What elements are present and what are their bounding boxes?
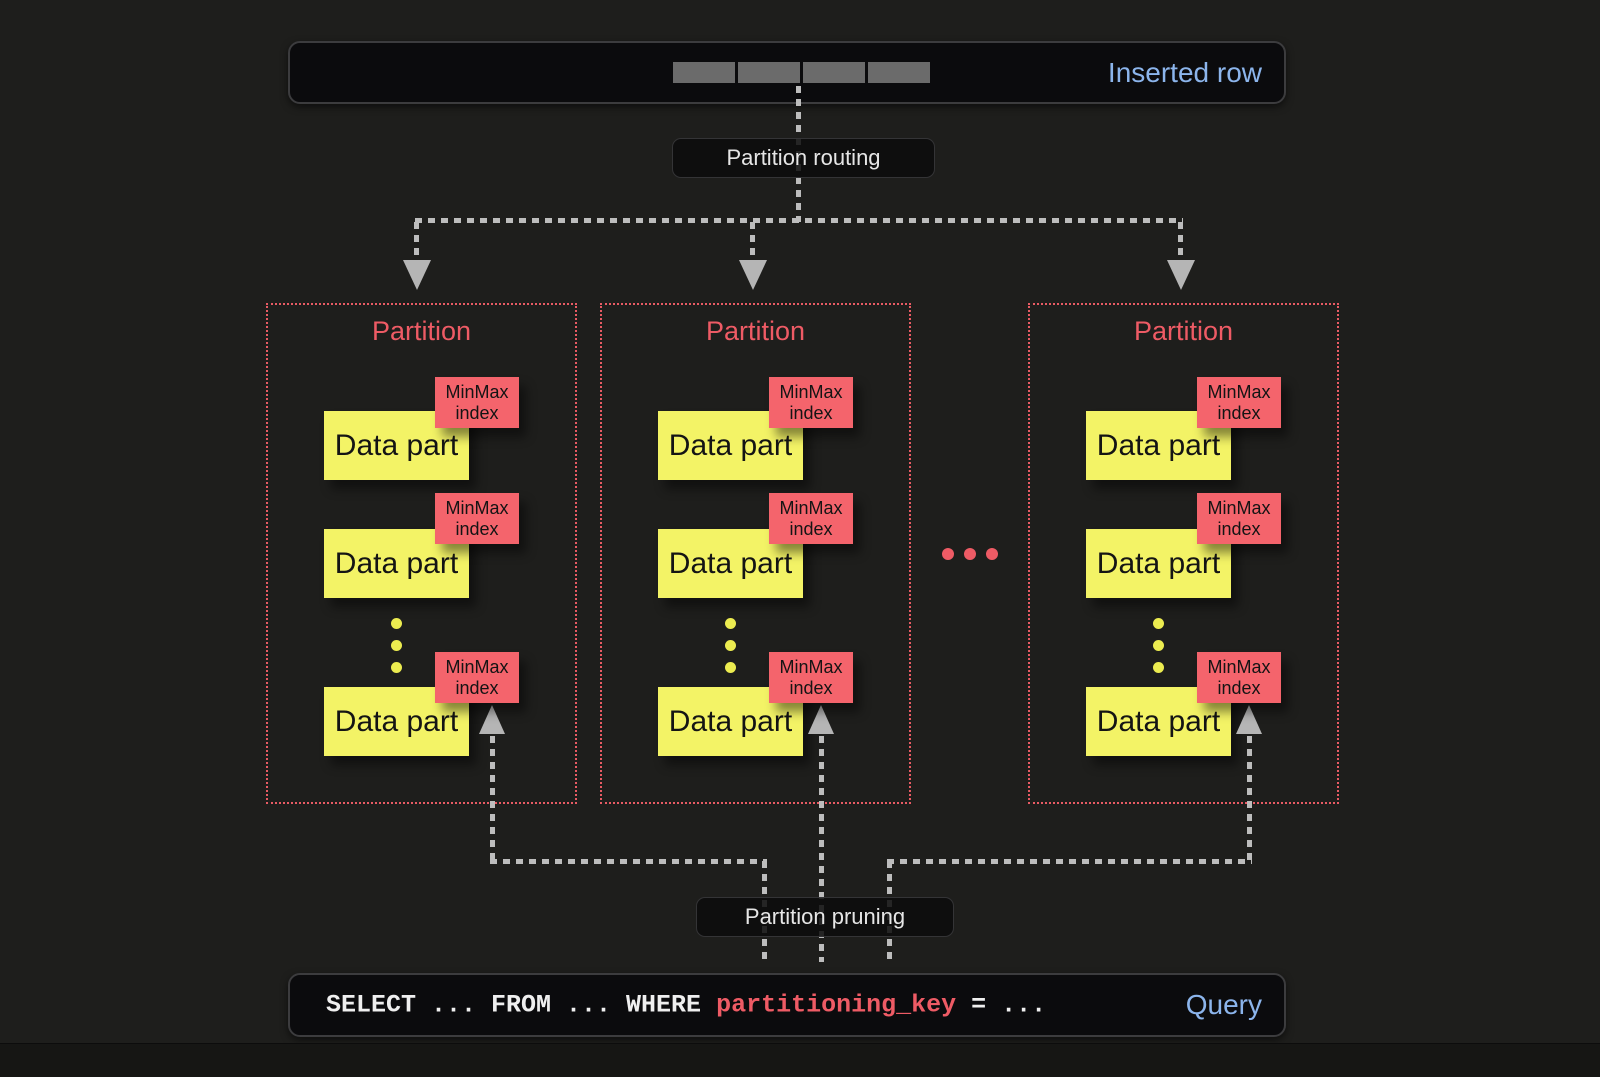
minmax-index-tag: MinMax index [435, 493, 519, 544]
partition-box-1: Partition MinMax index Data part MinMax … [266, 303, 577, 804]
minmax-line2: index [455, 518, 499, 539]
minmax-line1: MinMax [1207, 382, 1271, 403]
routing-drop-line-3 [1178, 222, 1183, 260]
down-arrow-icon [403, 260, 431, 290]
pruning-connector-left [490, 859, 767, 864]
up-arrow-icon [1236, 705, 1262, 734]
sql-prefix: SELECT ... FROM ... WHERE [326, 990, 717, 1020]
down-arrow-icon [1167, 260, 1195, 290]
minmax-index-tag: MinMax index [769, 652, 853, 703]
minmax-line1: MinMax [779, 382, 843, 403]
pruning-line-left-up [490, 736, 495, 864]
routing-drop-line-2 [750, 222, 755, 260]
row-cells [673, 62, 930, 83]
row-cell [673, 62, 735, 83]
more-parts-dot [391, 618, 402, 629]
data-part: Data part [324, 687, 469, 756]
minmax-line2: index [1217, 518, 1261, 539]
pruning-line-right-up [1247, 736, 1252, 864]
more-parts-dot [391, 640, 402, 651]
minmax-line1: MinMax [779, 657, 843, 678]
partition-title: Partition [371, 316, 472, 346]
sql-query-text: SELECT ... FROM ... WHERE partitioning_k… [326, 991, 1046, 1020]
more-parts-dot [391, 662, 402, 673]
row-cell [868, 62, 930, 83]
sql-suffix: = ... [956, 990, 1047, 1020]
more-partitions-dot [942, 548, 954, 560]
minmax-index-tag: MinMax index [1197, 493, 1281, 544]
minmax-line2: index [455, 677, 499, 698]
routing-drop-line-1 [414, 222, 419, 260]
data-part: Data part [1086, 411, 1231, 480]
minmax-line2: index [789, 518, 833, 539]
more-parts-dot [725, 618, 736, 629]
partition-routing-label: Partition routing [672, 138, 935, 178]
row-cell [803, 62, 865, 83]
inserted-row-box: Inserted row [288, 41, 1286, 104]
query-label: Query [1185, 989, 1262, 1020]
minmax-line1: MinMax [1207, 657, 1271, 678]
up-arrow-icon [808, 705, 834, 734]
down-arrow-icon [739, 260, 767, 290]
minmax-index-tag: MinMax index [769, 493, 853, 544]
pruning-line-middle [819, 736, 824, 962]
minmax-line2: index [789, 402, 833, 423]
pruning-connector-right [887, 859, 1252, 864]
row-cell [738, 62, 800, 83]
minmax-line1: MinMax [445, 498, 509, 519]
bottom-edge [0, 1043, 1600, 1077]
more-partitions-dot [964, 548, 976, 560]
minmax-index-tag: MinMax index [769, 377, 853, 428]
partition-pruning-label: Partition pruning [696, 897, 954, 937]
partition-routing-text: Partition routing [726, 145, 881, 170]
inserted-row-label: Inserted row [1107, 56, 1262, 88]
minmax-line2: index [1217, 677, 1261, 698]
more-parts-dot [725, 662, 736, 673]
minmax-index-tag: MinMax index [1197, 652, 1281, 703]
more-parts-dot [1153, 662, 1164, 673]
minmax-line2: index [789, 677, 833, 698]
partition-box-2: Partition MinMax index Data part MinMax … [600, 303, 911, 804]
minmax-line1: MinMax [445, 382, 509, 403]
more-parts-dot [725, 640, 736, 651]
minmax-index-tag: MinMax index [435, 652, 519, 703]
more-parts-dot [1153, 618, 1164, 629]
minmax-line1: MinMax [1207, 498, 1271, 519]
more-partitions-dot [986, 548, 998, 560]
minmax-index-tag: MinMax index [1197, 377, 1281, 428]
minmax-index-tag: MinMax index [435, 377, 519, 428]
query-box: SELECT ... FROM ... WHERE partitioning_k… [288, 973, 1286, 1037]
minmax-line1: MinMax [445, 657, 509, 678]
partition-title: Partition [705, 316, 806, 346]
minmax-line2: index [455, 402, 499, 423]
up-arrow-icon [479, 705, 505, 734]
partition-box-3: Partition MinMax index Data part MinMax … [1028, 303, 1339, 804]
sql-partitioning-key: partitioning_key [716, 990, 957, 1020]
partition-pruning-text: Partition pruning [744, 904, 906, 929]
minmax-line2: index [1217, 402, 1261, 423]
partition-title: Partition [1133, 316, 1234, 346]
routing-branch-line [415, 218, 1183, 223]
more-parts-dot [1153, 640, 1164, 651]
minmax-line1: MinMax [779, 498, 843, 519]
